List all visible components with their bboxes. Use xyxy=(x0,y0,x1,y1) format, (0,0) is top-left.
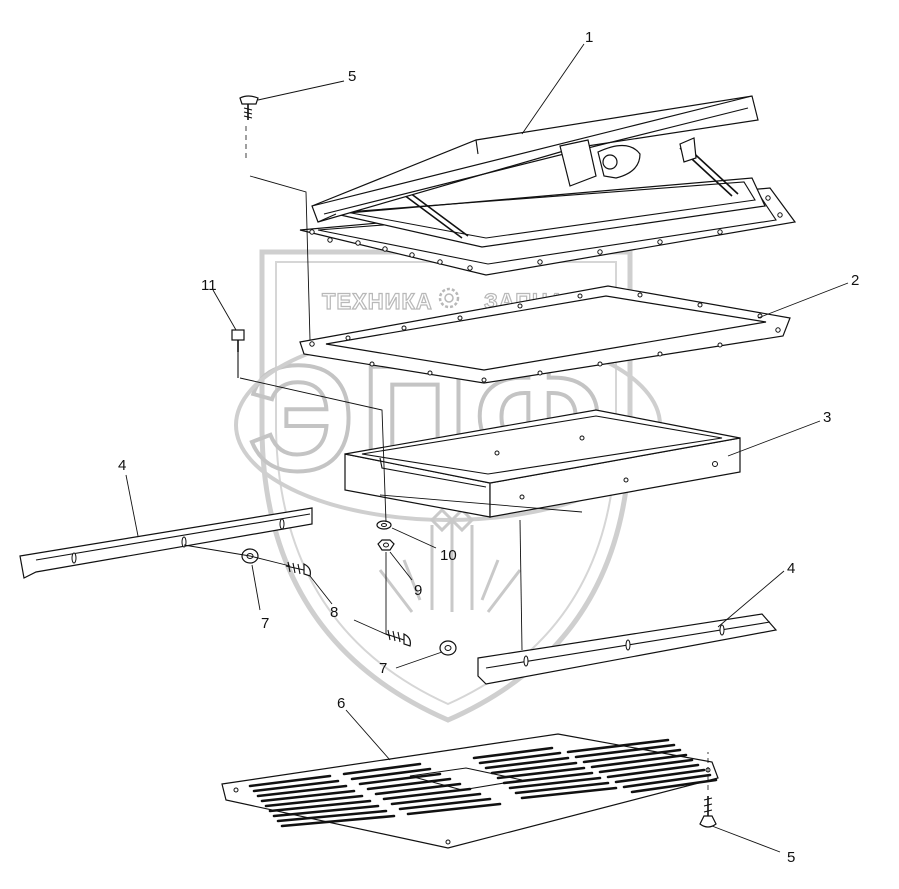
vent-slot xyxy=(520,786,618,800)
vent-slot xyxy=(582,748,682,764)
vent-slot xyxy=(590,753,688,769)
vent-slot xyxy=(264,794,364,808)
vent-slot xyxy=(248,774,332,788)
callout-7-right: 7 xyxy=(379,660,387,677)
vent-slot xyxy=(598,758,694,774)
part-4-bracket-right xyxy=(477,613,778,685)
vent-slot xyxy=(342,762,422,776)
part-7-washer-right xyxy=(439,640,457,656)
gear-icon xyxy=(438,287,460,309)
vent-slot xyxy=(502,771,594,785)
vent-slot xyxy=(260,789,356,803)
vent-slot xyxy=(366,777,452,791)
callout-9: 9 xyxy=(414,582,422,599)
part-5-screw-bottom xyxy=(699,752,717,828)
vent-slot xyxy=(374,782,462,796)
vent-slot xyxy=(490,761,578,775)
vent-slot xyxy=(484,756,570,770)
callout-4-right: 4 xyxy=(787,560,795,577)
part-11-bolt xyxy=(231,329,245,378)
part-1-hatch-lid xyxy=(299,95,797,276)
callout-labels: 1 2 3 4 4 5 5 6 7 7 8 9 10 11 xyxy=(118,29,859,866)
vent-slot xyxy=(272,804,380,818)
callout-11: 11 xyxy=(201,277,217,294)
assembly-centerlines xyxy=(183,175,583,651)
callout-7-left: 7 xyxy=(261,615,269,632)
vent-slot xyxy=(256,784,348,798)
vent-slot xyxy=(574,743,676,759)
callout-2: 2 xyxy=(851,272,859,289)
vent-slot xyxy=(496,766,586,780)
wheat-icon xyxy=(378,507,522,613)
part-8-screw-lower xyxy=(385,629,411,647)
vent-slot xyxy=(358,772,442,786)
part-2-gasket xyxy=(299,285,791,384)
hatch-flange-holes xyxy=(309,195,783,271)
gasket-inner-opening xyxy=(325,295,767,371)
vent-slot xyxy=(508,776,602,790)
part-5-screw-top xyxy=(239,95,259,160)
part-4-bracket-left xyxy=(19,507,313,579)
callout-1: 1 xyxy=(585,29,593,46)
hatch-hinge-center xyxy=(559,139,597,187)
callout-8: 8 xyxy=(330,604,338,621)
vent-slot xyxy=(280,814,396,828)
hatch-hinge-cylinder xyxy=(597,144,641,179)
vent-slot xyxy=(382,787,472,801)
leader-lines xyxy=(125,43,849,853)
callout-6: 6 xyxy=(337,695,345,712)
gasket-holes xyxy=(309,292,781,383)
frame-box-top xyxy=(344,409,741,484)
vent-slot xyxy=(514,781,610,795)
vent-slot xyxy=(472,746,554,760)
vent-slot xyxy=(268,799,372,813)
callout-4-left: 4 xyxy=(118,457,126,474)
vent-slot xyxy=(398,797,492,811)
vent-slot xyxy=(276,809,388,823)
callout-5-bottom: 5 xyxy=(787,849,795,866)
watermark-shield xyxy=(259,249,633,723)
hatch-strut-left xyxy=(399,191,463,239)
part-10-washer xyxy=(376,520,392,530)
watermark-text-left: ТЕХНИКА xyxy=(322,289,433,314)
vent-slot xyxy=(406,802,502,816)
vent-slot xyxy=(614,768,706,784)
part-8-screw-upper xyxy=(285,561,311,577)
vent-slot xyxy=(566,738,670,754)
vent-slot xyxy=(252,779,340,793)
vent-slot xyxy=(606,763,700,779)
vent-slots xyxy=(248,738,718,828)
vent-slot xyxy=(390,792,482,806)
part-6-vent-plate xyxy=(221,733,719,849)
vent-slot xyxy=(622,773,712,789)
callout-10: 10 xyxy=(440,547,457,564)
vent-slot xyxy=(478,751,562,765)
vent-slot xyxy=(630,778,718,794)
callout-3: 3 xyxy=(823,409,831,426)
vent-slot xyxy=(350,767,432,781)
callout-5-top: 5 xyxy=(348,68,356,85)
part-9-nut xyxy=(377,539,395,551)
